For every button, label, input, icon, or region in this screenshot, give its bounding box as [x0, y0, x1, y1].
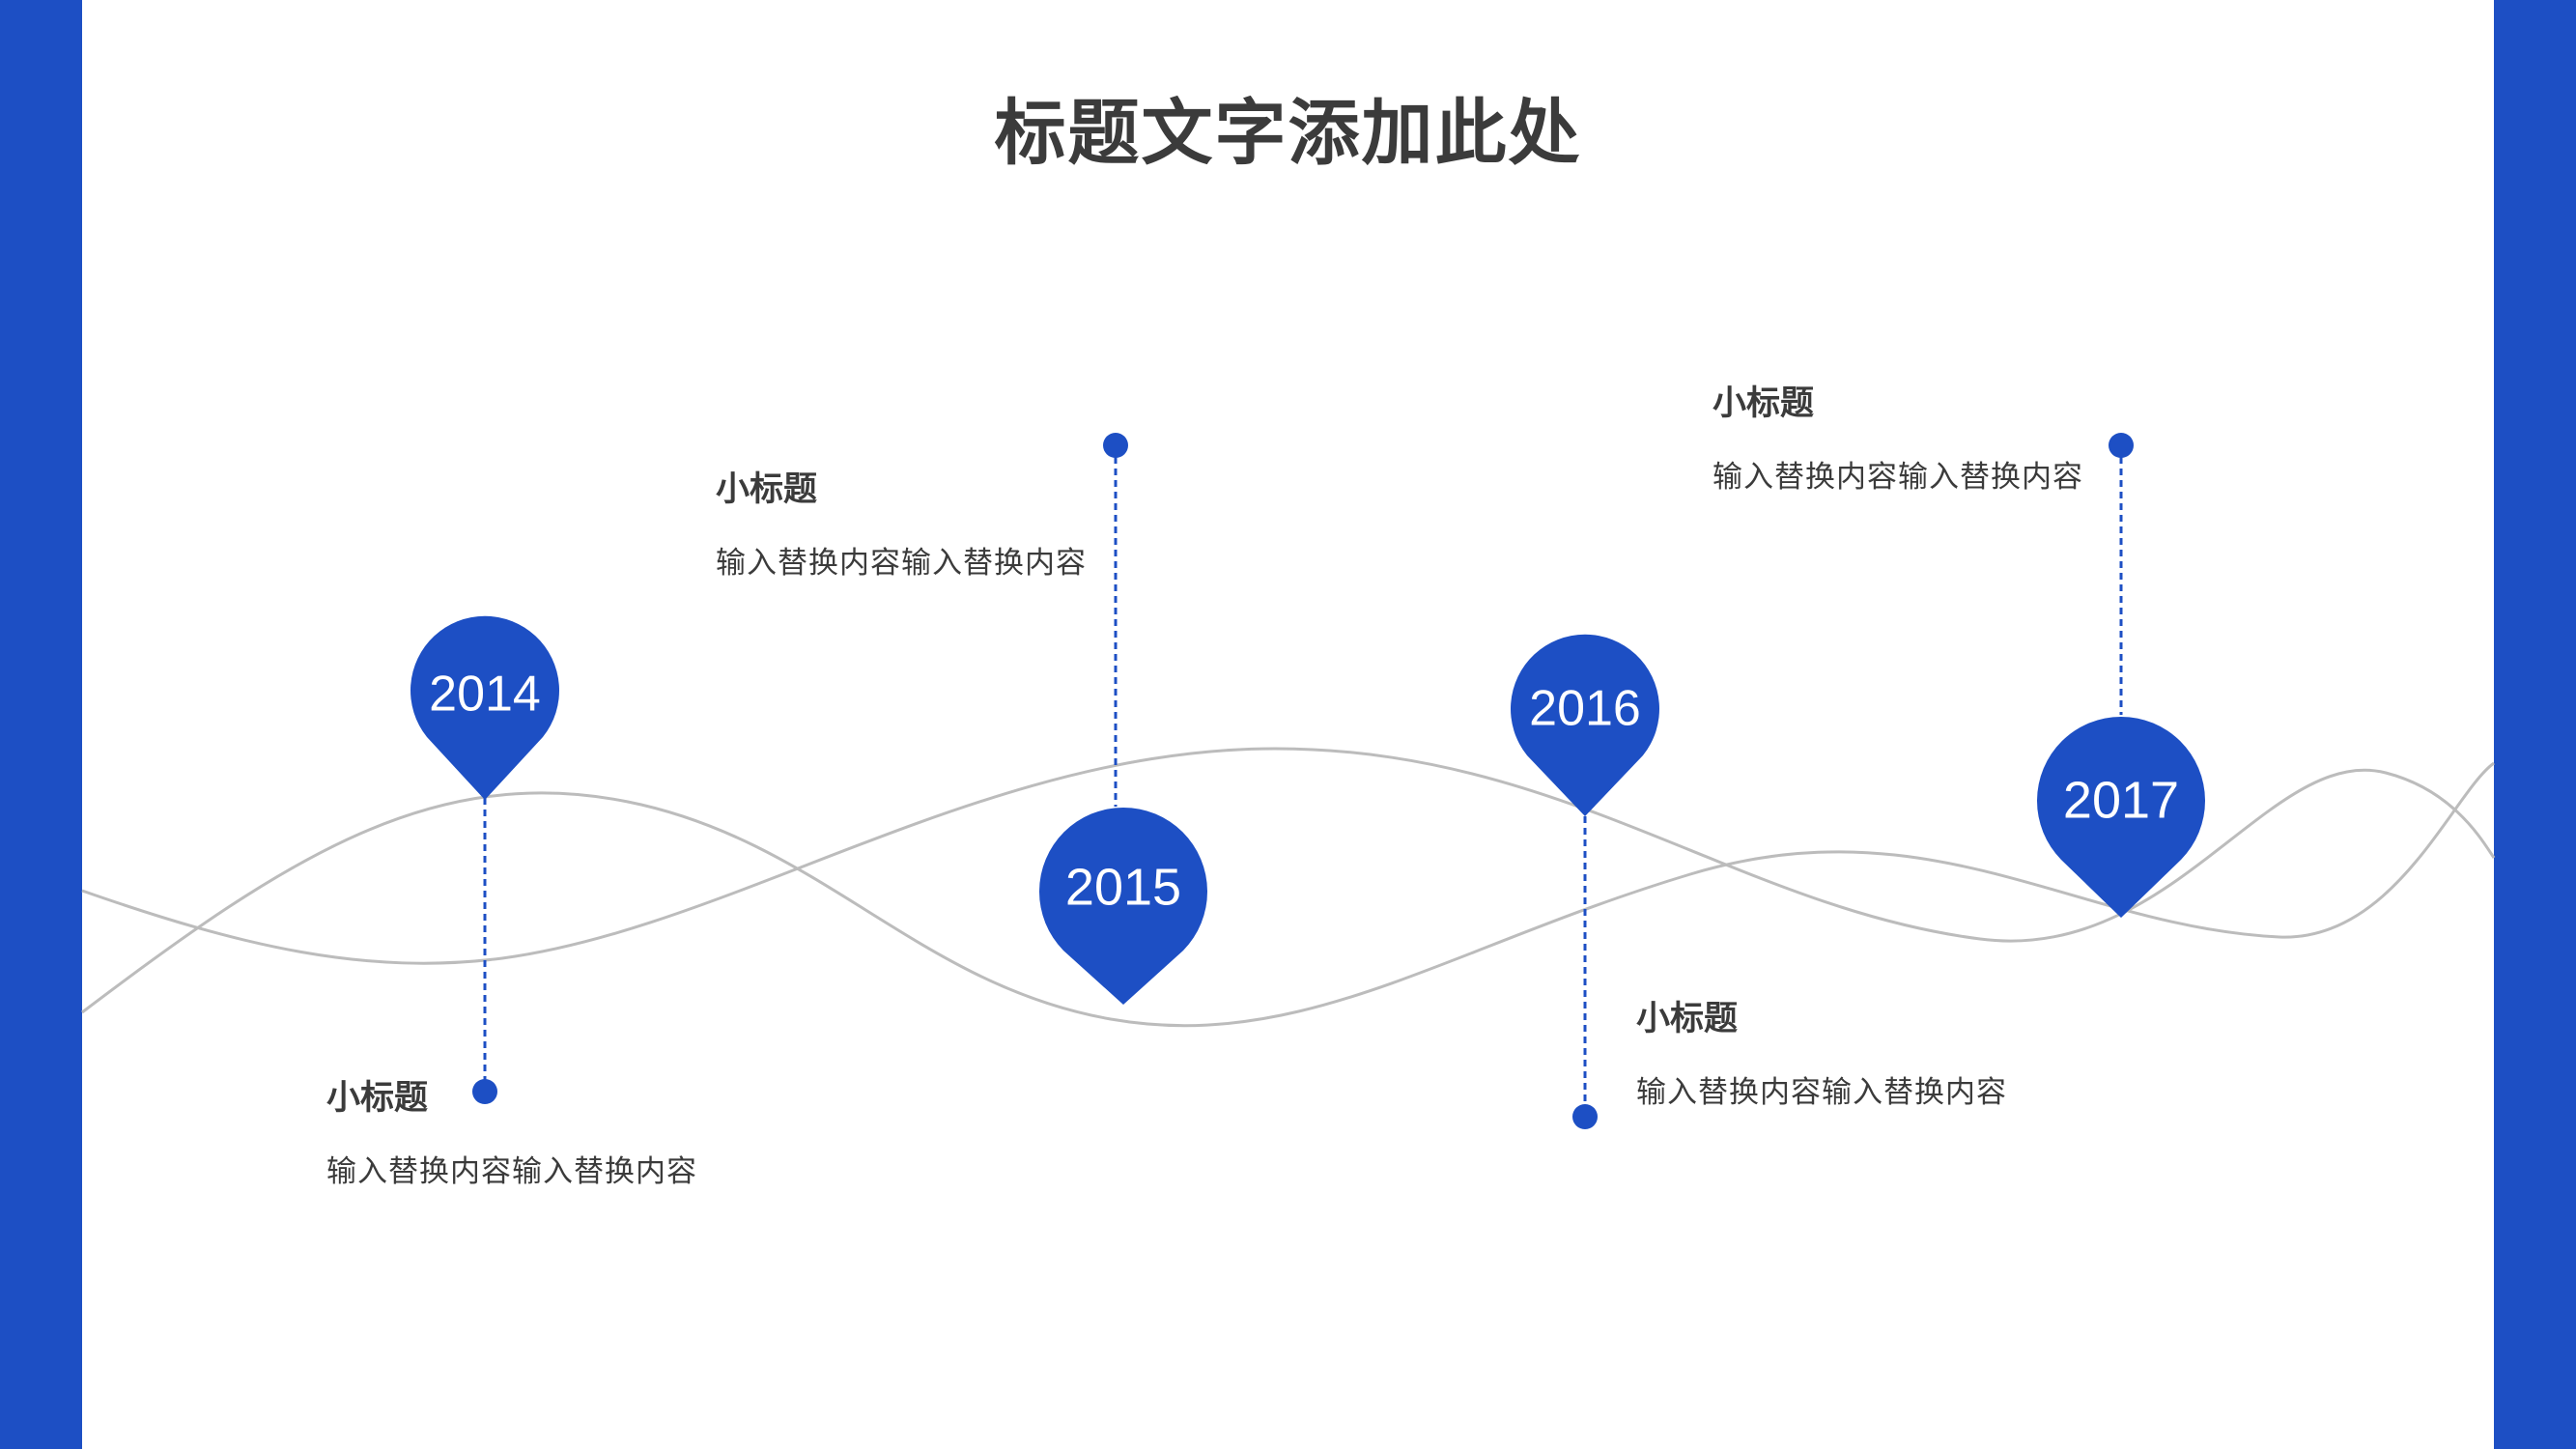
year-label-2017: 2017: [2063, 771, 2179, 829]
milestone-2015-description: 输入替换内容输入替换内容: [716, 546, 1087, 580]
milestone-2016-text: 小标题 输入替换内容输入替换内容: [1636, 991, 2013, 1116]
milestone-2017-description: 输入替换内容输入替换内容: [1713, 460, 2083, 494]
left-accent-bar: [0, 0, 82, 1449]
dot-2017: [2109, 433, 2134, 458]
milestone-2015-subtitle: 小标题: [716, 470, 818, 508]
year-label-2016: 2016: [1529, 681, 1641, 737]
year-label-2014: 2014: [429, 667, 541, 723]
marker-2015: 2015: [1039, 807, 1207, 1005]
pin-2015: [1039, 807, 1207, 1005]
wave-line-2: [81, 747, 2496, 965]
dot-2016: [1572, 1104, 1598, 1129]
dot-2014: [472, 1079, 497, 1104]
milestone-2017-text: 小标题 输入替换内容输入替换内容: [1713, 376, 2089, 500]
marker-2017: 2017: [2037, 716, 2206, 918]
milestone-2014-text: 小标题 输入替换内容输入替换内容: [326, 1070, 703, 1195]
milestone-2016-description: 输入替换内容输入替换内容: [1636, 1075, 2007, 1109]
year-label-2015: 2015: [1065, 858, 1181, 916]
pin-2016: [1511, 634, 1659, 816]
pin-2014: [410, 615, 559, 800]
marker-2014: 2014: [410, 615, 559, 800]
page-title: 标题文字添加此处: [994, 93, 1582, 173]
dot-2015: [1103, 433, 1128, 458]
wave-line-1: [81, 761, 2495, 1028]
milestone-2014-description: 输入替换内容输入替换内容: [326, 1154, 697, 1188]
marker-2016: 2016: [1511, 634, 1659, 816]
milestone-2014-subtitle: 小标题: [326, 1079, 429, 1117]
milestone-2017-subtitle: 小标题: [1713, 384, 1815, 422]
pin-2017: [2037, 716, 2206, 918]
milestone-2015-text: 小标题 输入替换内容输入替换内容: [716, 462, 1092, 586]
right-accent-bar: [2494, 0, 2576, 1449]
milestone-2016-subtitle: 小标题: [1636, 1000, 1739, 1037]
